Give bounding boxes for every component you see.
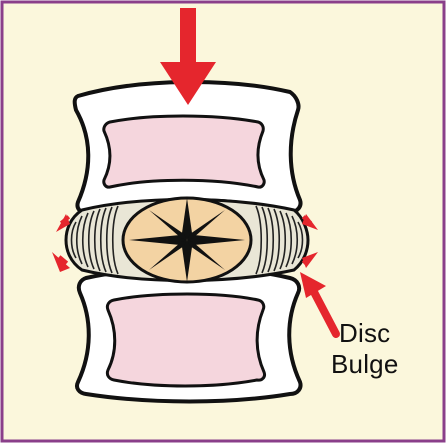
lower-marrow [107,294,264,386]
lower-vertebra [77,268,301,402]
label-bulge: Bulge [331,349,399,379]
label-disc: Disc [339,318,390,348]
intervertebral-disc [66,198,308,282]
upper-marrow [104,116,264,187]
